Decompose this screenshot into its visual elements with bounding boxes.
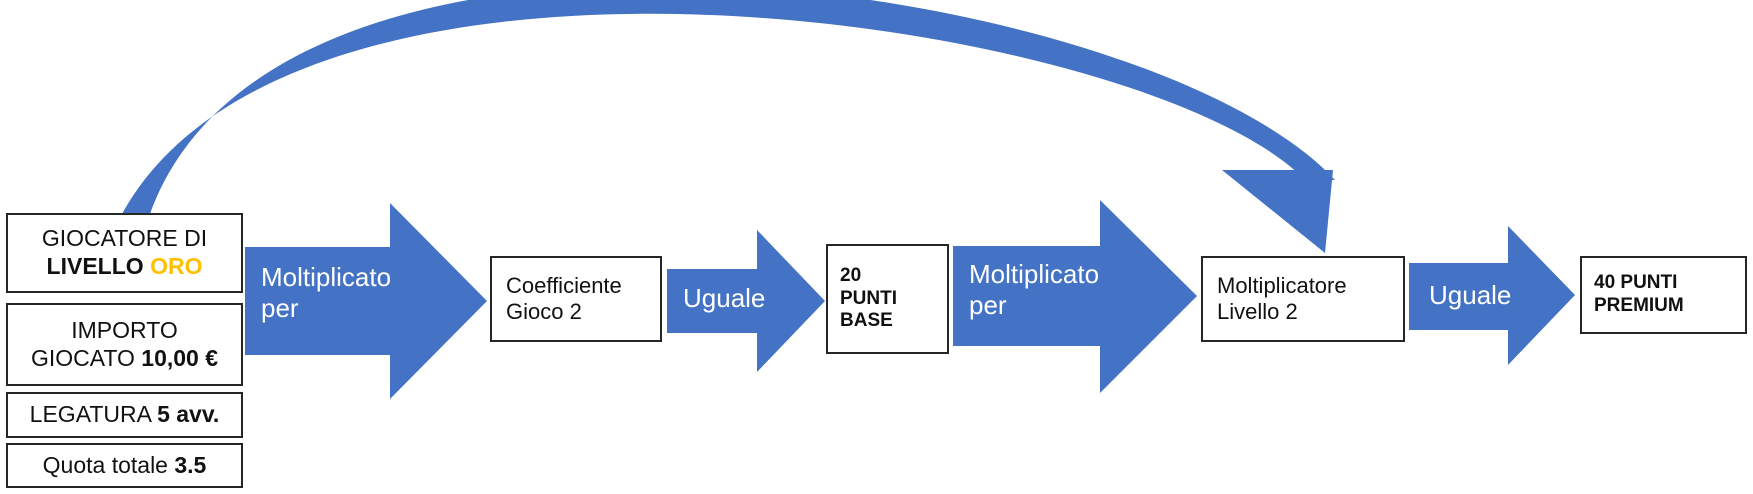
coefficient-box: Coefficiente Gioco 2 [490, 256, 662, 342]
binding-box: LEGATURA 5 avv. [6, 392, 243, 438]
base-points-box: 20 PUNTI BASE [826, 244, 949, 354]
base-points-line1: 20 [840, 264, 862, 286]
amount-line1: IMPORTO [71, 316, 178, 343]
curved-arrow-shaft [122, 0, 1335, 214]
arrow-label-line: Uguale [683, 283, 766, 313]
multiplier-line1: Moltiplicatore [1217, 272, 1347, 298]
equals-arrow-1-label: Uguale [683, 283, 765, 314]
equals-arrow-1 [667, 230, 825, 372]
odds-box: Quota totale 3.5 [6, 443, 243, 488]
arrow-label-line: Uguale [1429, 280, 1512, 310]
arrow-label-line: per [969, 290, 1007, 321]
coefficient-line2: Gioco 2 [506, 299, 582, 324]
binding-value: 5 avv. [157, 401, 220, 428]
multiplier-line2: Livello 2 [1217, 299, 1298, 324]
amount-prefix: GIOCATO [30, 344, 135, 371]
equals-arrow-2 [1409, 226, 1575, 365]
player-level-line1: GIOCATORE DI [41, 225, 208, 252]
player-level-box: GIOCATORE DI LIVELLO ORO [6, 213, 243, 293]
odds-line: Quota totale 3.5 [43, 452, 207, 480]
equals-arrow-2-label: Uguale [1429, 280, 1511, 311]
level-prefix: LIVELLO [46, 253, 144, 279]
multiply-arrow-2 [953, 200, 1197, 393]
premium-points-line1: 40 PUNTI [1594, 272, 1678, 294]
binding-line: LEGATURA 5 avv. [30, 401, 220, 429]
amount-line2: GIOCATO 10,00 € [31, 345, 218, 373]
player-level-line2: LIVELLO ORO [47, 253, 203, 281]
binding-prefix: LEGATURA [29, 401, 151, 428]
arrow-label-line: per [261, 293, 299, 324]
coefficient-line1: Coefficiente [506, 272, 622, 298]
odds-value: 3.5 [174, 451, 207, 478]
multiplier-box: Moltiplicatore Livello 2 [1201, 256, 1405, 342]
level-value: ORO [150, 253, 203, 279]
multiply-arrow-2-label: Moltiplicato per [969, 259, 1099, 321]
amount-value: 10,00 € [141, 344, 219, 371]
premium-points-box: 40 PUNTI PREMIUM [1580, 256, 1747, 334]
premium-points-line2: PREMIUM [1594, 295, 1684, 316]
base-points-line2: PUNTI [840, 287, 897, 309]
multiply-arrow-1-label: Moltiplicato per [261, 262, 391, 324]
base-points-line3: BASE [840, 310, 893, 332]
curved-arrow-head [1222, 170, 1333, 253]
arrow-label-line: Moltiplicato [261, 262, 392, 292]
multiply-arrow-1 [245, 203, 487, 399]
odds-prefix: Quota totale [42, 451, 168, 478]
arrow-label-line: Moltiplicato [969, 259, 1100, 289]
amount-box: IMPORTO GIOCATO 10,00 € [6, 303, 243, 386]
